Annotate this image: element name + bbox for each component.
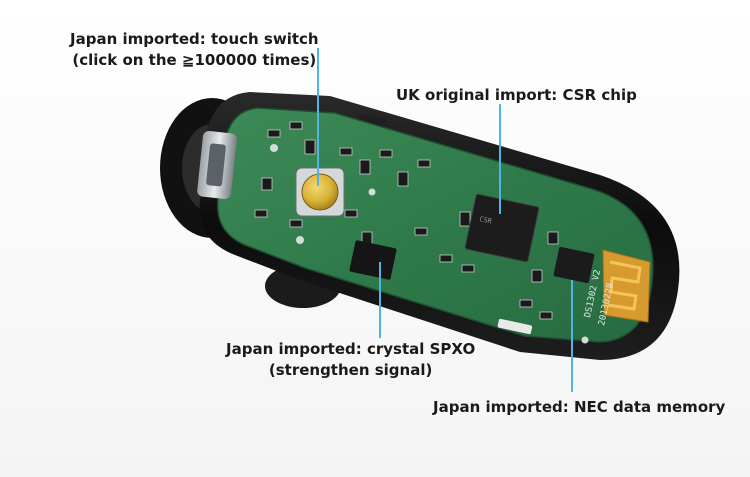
callout-csr-chip-line1: UK original import: CSR chip: [396, 86, 637, 104]
callout-lines: [317, 48, 573, 392]
csr-chip: CSR: [464, 193, 540, 263]
callout-memory-line1: Japan imported: NEC data memory: [433, 398, 726, 416]
usb-connector: [197, 130, 237, 200]
svg-text:CSR: CSR: [479, 215, 494, 226]
smd-components: [254, 121, 559, 320]
callout-crystal-line2: (strengthen signal): [268, 361, 433, 379]
callout-memory: Japan imported: NEC data memory: [433, 397, 725, 418]
callout-crystal: Japan imported: crystal SPXO (strengthen…: [226, 339, 475, 381]
circuit-board: CSR DS1302 V2 20130228: [197, 107, 654, 344]
callout-crystal-line1: Japan imported: crystal SPXO: [226, 340, 476, 358]
white-label: [497, 318, 533, 335]
nec-memory-chip: [553, 246, 595, 284]
callout-touch-switch-line1: Japan imported: touch switch: [70, 30, 319, 48]
crystal-spxo: [349, 240, 397, 280]
callout-csr-chip: UK original import: CSR chip: [396, 85, 637, 106]
touch-switch: [295, 167, 345, 217]
callout-touch-switch: Japan imported: touch switch (click on t…: [70, 29, 319, 71]
antenna-trace: [602, 249, 651, 323]
callout-touch-switch-line2: (click on the ≧100000 times): [72, 51, 317, 69]
